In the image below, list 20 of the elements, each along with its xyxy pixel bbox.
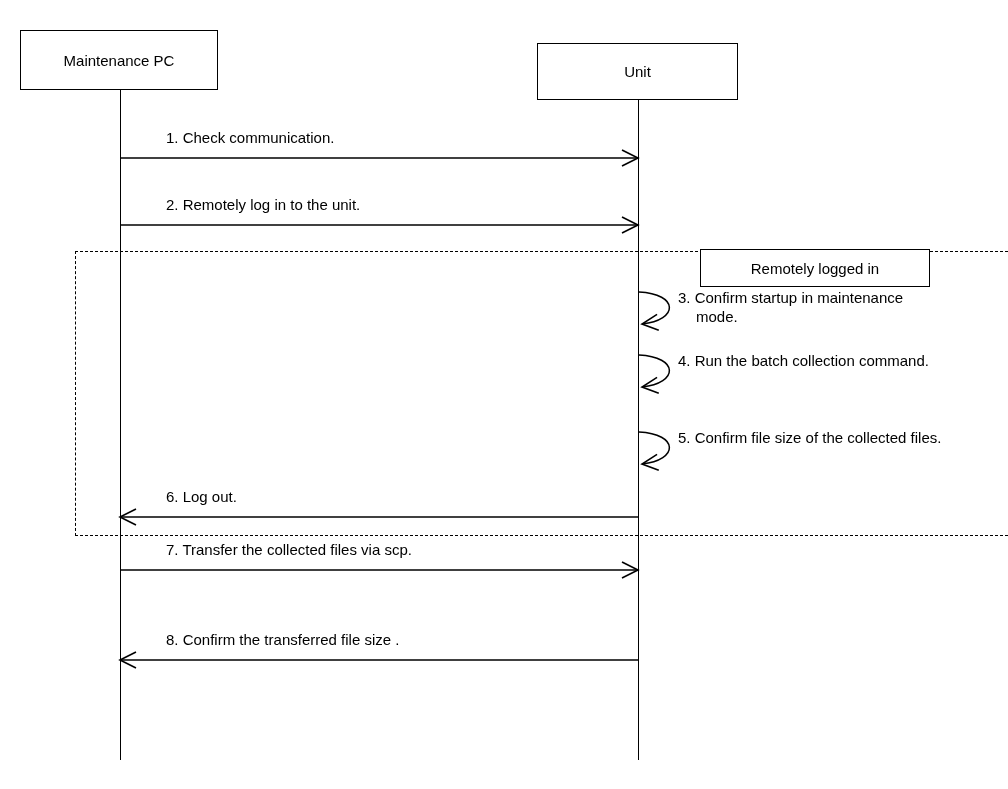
self-message-arrow bbox=[638, 431, 671, 470]
message-label: 2. Remotely log in to the unit. bbox=[166, 196, 361, 213]
message-label: 3. Confirm startup in maintenance mode. bbox=[678, 288, 905, 326]
message-arrow bbox=[119, 561, 639, 579]
participant-name: Maintenance PC bbox=[63, 51, 175, 69]
group-label-box bbox=[700, 249, 930, 287]
message-label: 4. Run the batch collection command. bbox=[678, 351, 930, 370]
message-label: 6. Log out. bbox=[166, 488, 237, 505]
self-message-arrow bbox=[638, 354, 671, 393]
message-label: 8. Confirm the transferred file size . bbox=[166, 631, 400, 648]
participant-name: Remotely logged in bbox=[750, 259, 880, 277]
message-label: 5. Confirm file size of the collected files. bbox=[678, 428, 943, 447]
message-label: 7. Transfer the collected files via scp. bbox=[166, 541, 412, 558]
message-arrow bbox=[119, 651, 639, 669]
participant-name: Unit bbox=[624, 63, 651, 80]
message-arrow bbox=[119, 508, 639, 526]
message-label: 1. Check communication. bbox=[166, 129, 335, 146]
message-arrow bbox=[119, 149, 639, 167]
self-message-arrow bbox=[638, 291, 671, 330]
message-arrow bbox=[119, 216, 639, 234]
